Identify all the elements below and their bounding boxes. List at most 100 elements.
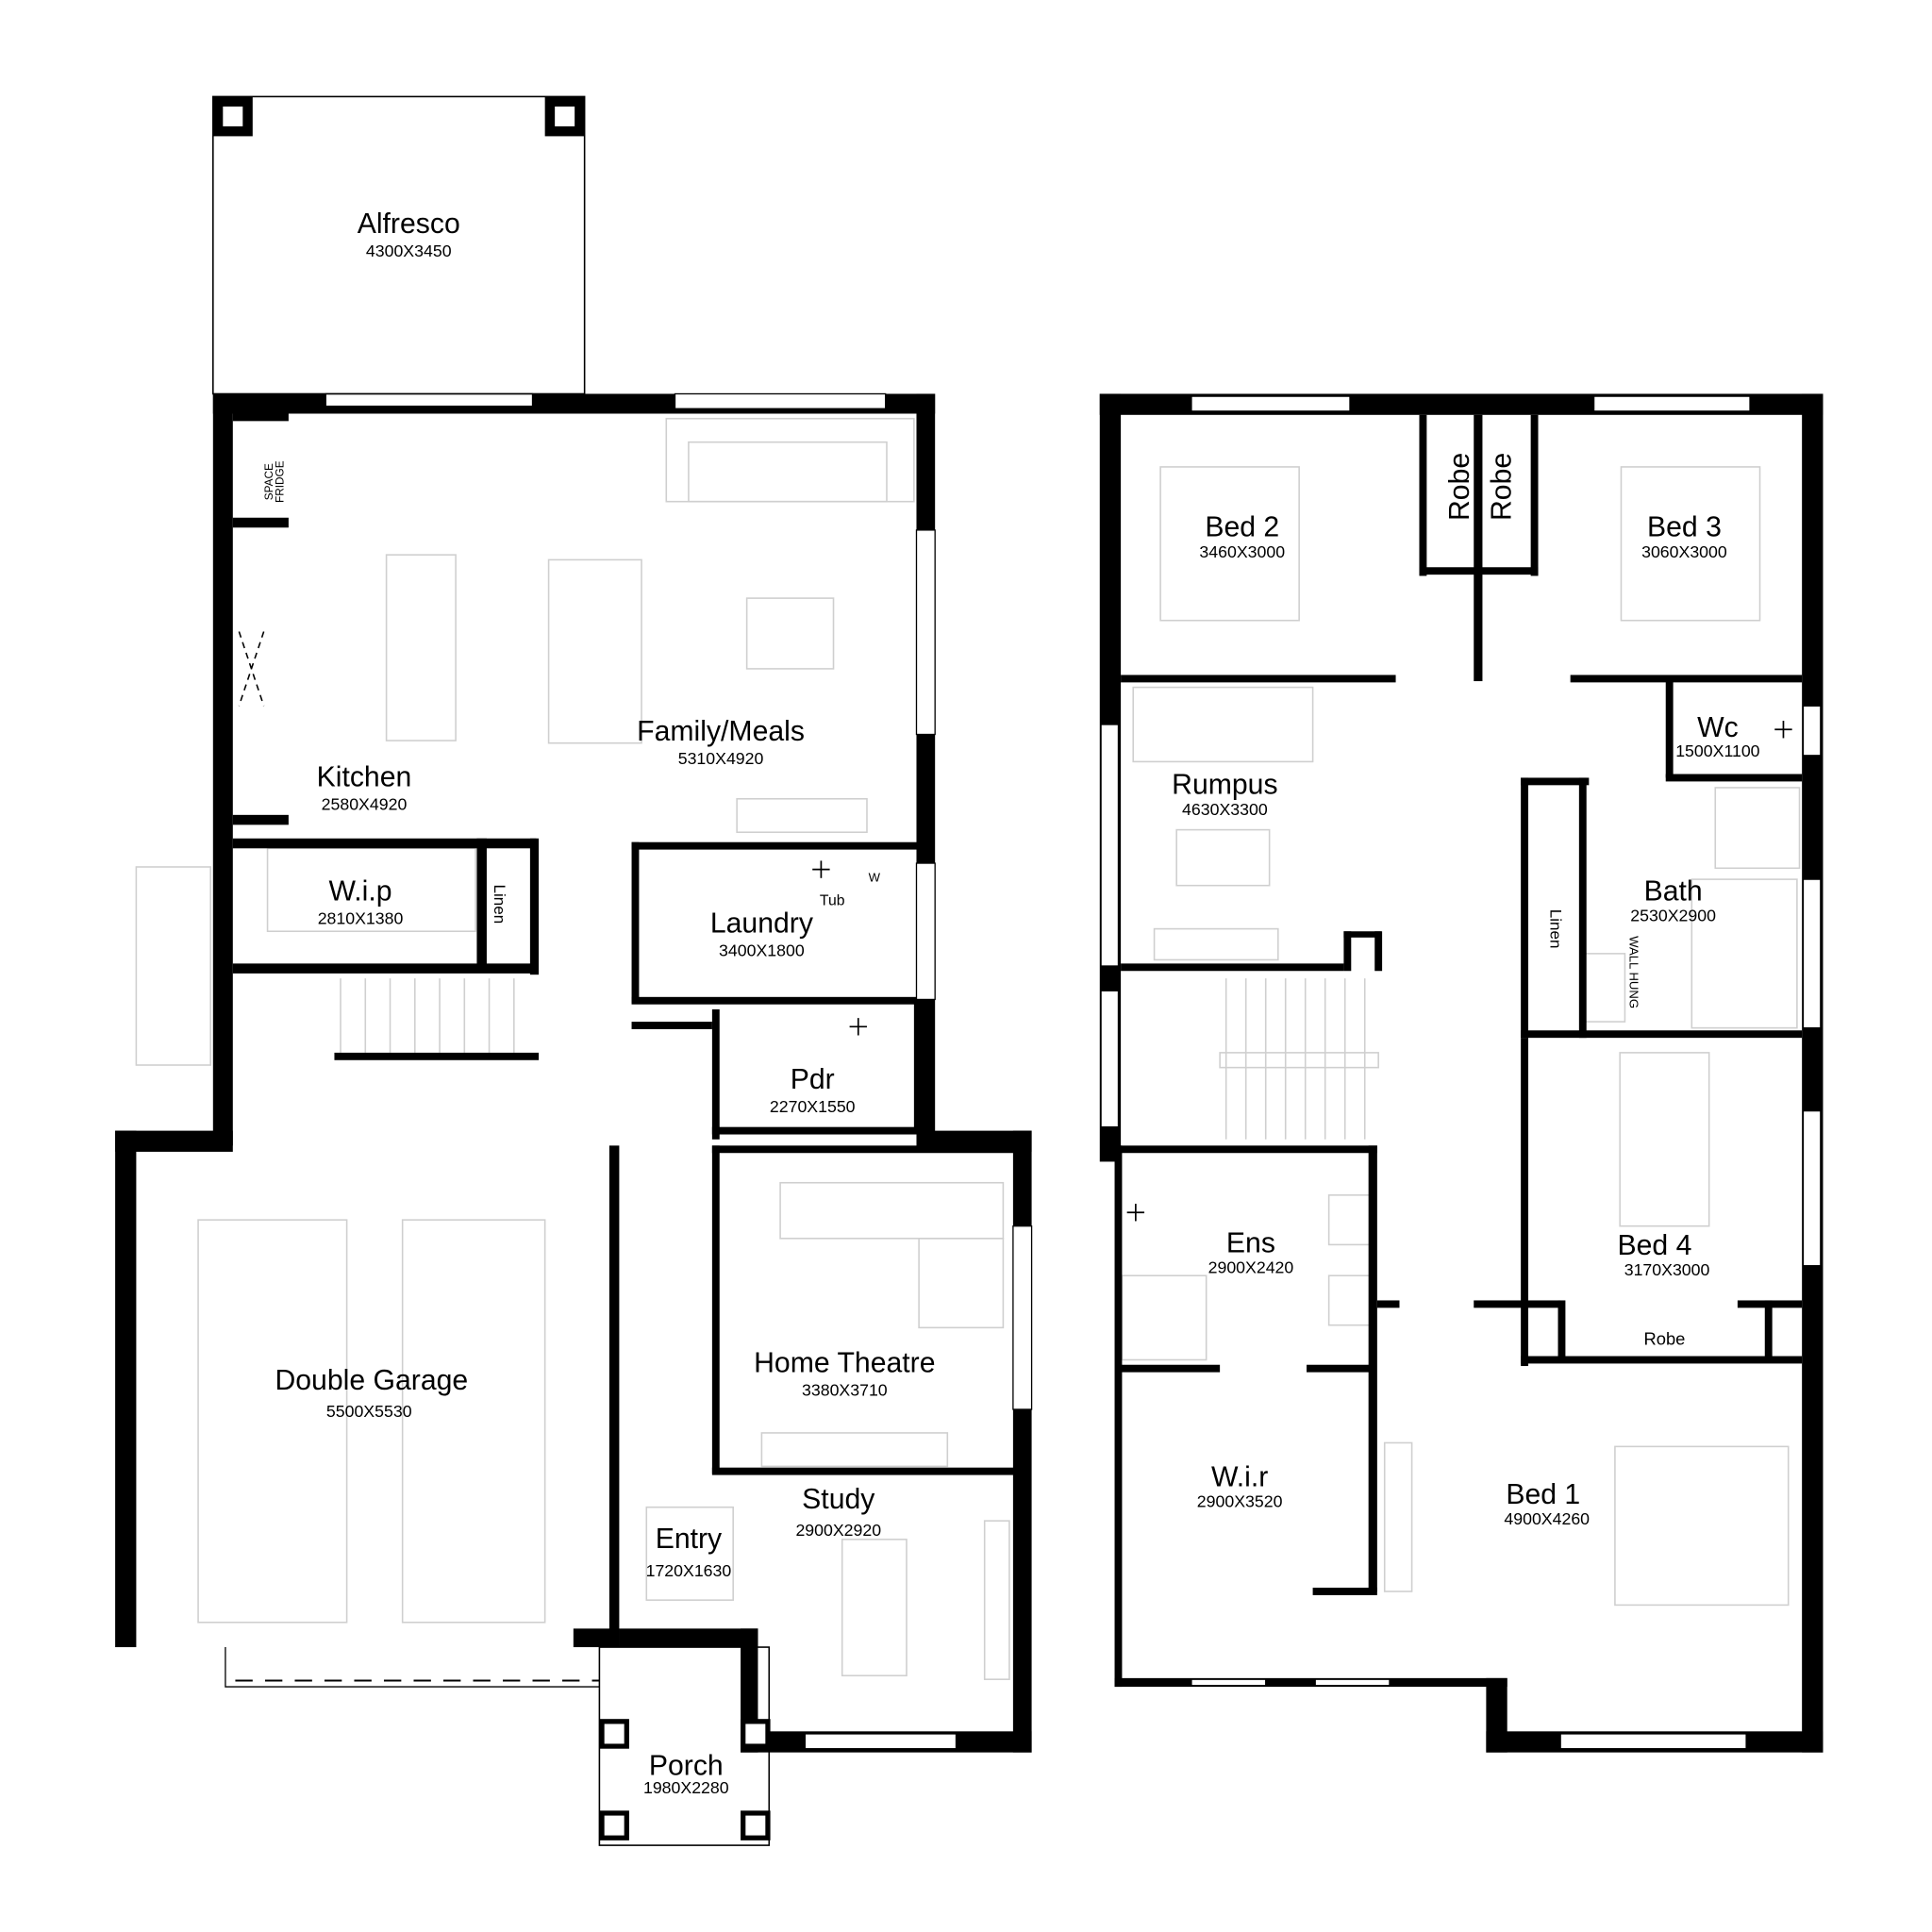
furniture-item bbox=[983, 1520, 1010, 1680]
wall bbox=[1530, 414, 1539, 576]
linen-label: Linen bbox=[491, 884, 508, 924]
room-alfresco-dims: 4300X3450 bbox=[366, 242, 452, 260]
window bbox=[1314, 1678, 1391, 1687]
room-entry-dims: 1720X1630 bbox=[646, 1561, 732, 1580]
room-bath: Bath bbox=[1644, 875, 1703, 907]
wall bbox=[1419, 414, 1427, 576]
furniture-item bbox=[1219, 1052, 1379, 1069]
window bbox=[674, 392, 887, 409]
wall bbox=[212, 393, 233, 1146]
furniture-item bbox=[760, 1432, 949, 1468]
cooktop-mark bbox=[238, 631, 265, 707]
room-bed-3-dims: 3060X3000 bbox=[1641, 542, 1727, 561]
furniture-item bbox=[645, 1506, 734, 1601]
space-fridge-label-1: SPACE bbox=[262, 463, 275, 500]
furniture-item bbox=[1132, 686, 1314, 763]
furniture-item bbox=[1153, 927, 1279, 961]
furniture-item bbox=[1327, 1274, 1374, 1326]
wall bbox=[1114, 1145, 1123, 1688]
furniture-item bbox=[736, 797, 868, 834]
walls-layer bbox=[115, 95, 1824, 1846]
furniture-item bbox=[1714, 787, 1801, 870]
room-bed-4: Bed 4 bbox=[1617, 1230, 1691, 1261]
space-fridge-label-2: FRIDGE bbox=[274, 460, 287, 503]
room-rumpus: Rumpus bbox=[1172, 770, 1277, 801]
wall bbox=[1570, 675, 1803, 683]
room-kitchen-dims: 2580X4920 bbox=[322, 795, 408, 814]
furniture-item bbox=[688, 441, 888, 503]
post-inner bbox=[745, 1724, 766, 1744]
furniture-item bbox=[1121, 1274, 1208, 1361]
furniture-item bbox=[1690, 878, 1798, 1029]
room-porch: Porch bbox=[649, 1750, 724, 1781]
furniture-item bbox=[135, 866, 211, 1066]
room-wip: W.i.p bbox=[328, 875, 391, 907]
wall bbox=[1486, 1677, 1507, 1753]
wall bbox=[631, 996, 924, 1005]
furniture-item bbox=[665, 417, 915, 503]
window bbox=[915, 529, 936, 736]
furniture-item bbox=[547, 558, 642, 744]
room-home-theatre-dims: 3380X3710 bbox=[802, 1381, 888, 1400]
furniture-item bbox=[1619, 1052, 1710, 1227]
first-floor: Bed 2 3460X3000 Bed 3 3060X3000 Wc 1500X… bbox=[1172, 453, 1760, 1528]
room-laundry: Laundry bbox=[710, 908, 814, 940]
window bbox=[1191, 1678, 1267, 1687]
wall bbox=[1376, 1300, 1400, 1308]
room-bed-2: Bed 2 bbox=[1205, 511, 1279, 542]
post-inner bbox=[223, 106, 243, 126]
wall bbox=[232, 410, 289, 422]
wall bbox=[1521, 1300, 1561, 1308]
wall bbox=[115, 1130, 233, 1152]
tub-label: Tub bbox=[820, 893, 845, 909]
window bbox=[915, 862, 936, 1001]
room-ens: Ens bbox=[1226, 1227, 1275, 1258]
wall bbox=[1521, 1038, 1529, 1367]
wall bbox=[1521, 1030, 1803, 1039]
window bbox=[1559, 1733, 1747, 1750]
room-bed-3: Bed 3 bbox=[1647, 511, 1722, 542]
furniture-item bbox=[197, 1219, 348, 1624]
wall bbox=[115, 1130, 137, 1648]
room-family-meals: Family/Meals bbox=[637, 716, 805, 747]
wall bbox=[1121, 1364, 1221, 1373]
wall bbox=[1521, 1356, 1803, 1364]
wall bbox=[1121, 963, 1344, 972]
wall bbox=[232, 517, 289, 528]
room-wip-dims: 2810X1380 bbox=[318, 908, 404, 927]
wall bbox=[1521, 777, 1590, 786]
room-double-garage: Double Garage bbox=[275, 1365, 468, 1396]
furniture-item bbox=[401, 1219, 546, 1624]
room-pdr-dims: 2270X1550 bbox=[770, 1097, 856, 1116]
linen-label-upper: Linen bbox=[1547, 909, 1565, 949]
furniture-item bbox=[1159, 466, 1300, 622]
furniture-item bbox=[918, 1238, 1005, 1329]
alfresco-outline bbox=[212, 95, 586, 395]
room-family-meals-dims: 5310X4920 bbox=[678, 749, 764, 768]
furniture-item bbox=[1620, 466, 1761, 622]
room-alfresco: Alfresco bbox=[358, 208, 460, 240]
room-porch-dims: 1980X2280 bbox=[643, 1778, 729, 1797]
wall bbox=[1578, 777, 1587, 1039]
furniture-item bbox=[385, 554, 457, 741]
furniture-layer bbox=[135, 417, 1801, 1680]
room-kitchen: Kitchen bbox=[317, 762, 412, 793]
wall bbox=[1802, 393, 1824, 1753]
wall bbox=[1012, 1130, 1032, 1753]
wall bbox=[711, 1126, 924, 1135]
wall bbox=[1114, 1677, 1507, 1688]
wall bbox=[711, 1145, 720, 1474]
room-bed-2-dims: 3460X3000 bbox=[1199, 542, 1285, 561]
porch-outline bbox=[598, 1646, 771, 1846]
wall bbox=[232, 814, 289, 825]
wall bbox=[711, 1145, 1016, 1154]
room-pdr: Pdr bbox=[791, 1064, 835, 1095]
robe-label-1: Robe bbox=[1444, 453, 1475, 521]
wall bbox=[1557, 1300, 1566, 1363]
wall bbox=[711, 1008, 720, 1140]
window bbox=[1802, 705, 1822, 757]
room-bed-1: Bed 1 bbox=[1506, 1479, 1580, 1510]
room-bed-4-dims: 3170X3000 bbox=[1624, 1260, 1710, 1279]
wall bbox=[619, 1628, 758, 1648]
